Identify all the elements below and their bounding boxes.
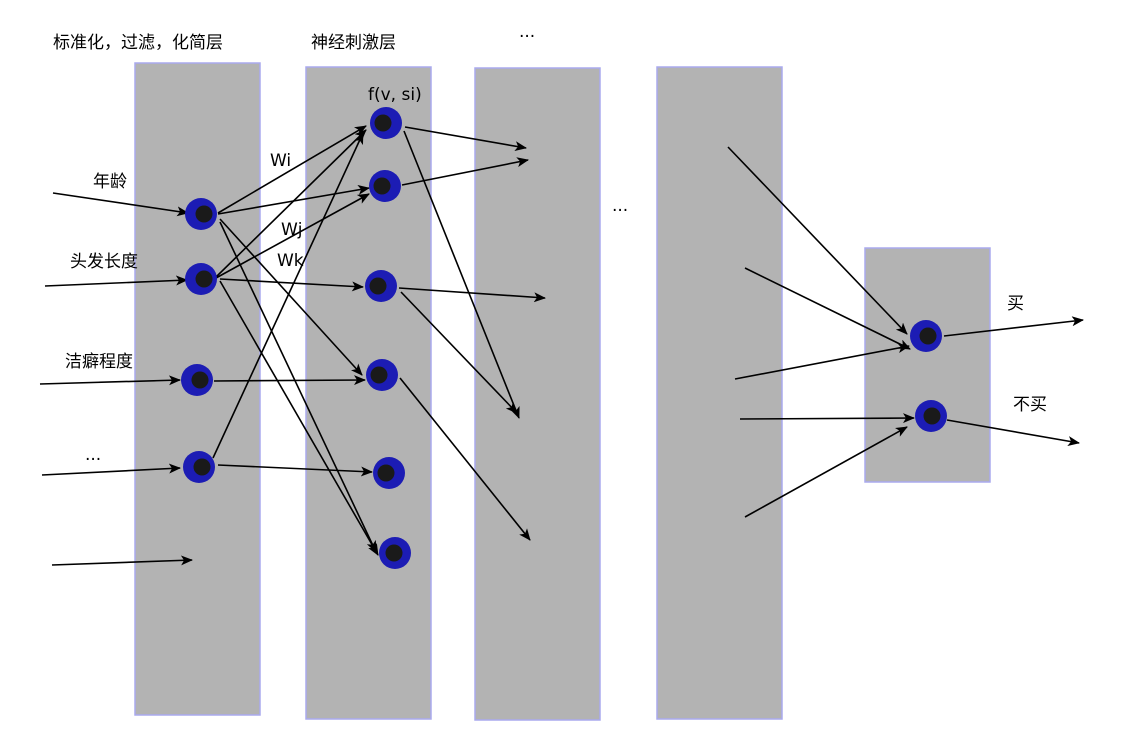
activation-label: f(v, si) — [368, 85, 422, 105]
node — [365, 270, 397, 302]
input-arrow-extra — [51, 555, 193, 566]
conn — [213, 375, 366, 386]
layer1-title: 标准化，过滤，化简层 — [53, 33, 223, 53]
node — [373, 457, 405, 489]
conn — [212, 132, 364, 459]
node — [185, 198, 217, 230]
conn — [219, 221, 377, 553]
connections — [39, 125, 1084, 566]
nodes-layer-2 — [365, 107, 411, 569]
conn — [401, 157, 529, 186]
node — [379, 537, 411, 569]
conn — [739, 413, 915, 424]
nodes-layer-1 — [181, 198, 217, 483]
layer-output — [864, 247, 991, 483]
input-arrow-hair — [44, 275, 188, 287]
output-label-nobuy: 不买 — [1013, 395, 1047, 415]
node-nobuy — [915, 400, 947, 432]
node — [181, 364, 213, 396]
middle-ellipsis: ... — [612, 196, 628, 216]
conn — [219, 218, 363, 376]
conn — [744, 426, 908, 518]
labels: 标准化，过滤，化简层 神经刺激层 ... ... 年龄 头发长度 洁癖程度 ..… — [53, 22, 1047, 465]
node — [370, 107, 402, 139]
layer2-title: 神经刺激层 — [311, 33, 396, 53]
output-label-buy: 买 — [1007, 294, 1024, 314]
layer-hidden-3 — [474, 67, 601, 721]
input-label-hair: 头发长度 — [70, 252, 138, 272]
conn — [744, 267, 911, 350]
layers — [134, 62, 991, 721]
output-arrow-buy — [943, 316, 1084, 337]
node — [183, 451, 215, 483]
conn — [398, 287, 546, 303]
layer3-ellipsis: ... — [519, 22, 535, 42]
conn — [217, 464, 373, 477]
input-label-more: ... — [85, 445, 101, 465]
output-arrow-nobuy — [946, 419, 1080, 447]
weight-label-j: Wj — [281, 220, 303, 240]
node-buy — [910, 320, 942, 352]
conn — [217, 125, 367, 214]
weight-label-i: Wi — [270, 151, 291, 171]
input-arrow-more — [41, 463, 181, 476]
nodes-output — [910, 320, 947, 432]
conn — [734, 343, 910, 380]
node — [185, 263, 217, 295]
input-arrow-clean — [39, 375, 181, 386]
conn — [215, 193, 370, 279]
node — [369, 170, 401, 202]
conn — [219, 278, 364, 292]
conn — [403, 130, 520, 419]
conn — [404, 126, 527, 152]
input-label-age: 年龄 — [93, 172, 127, 192]
conn — [215, 129, 367, 278]
node — [366, 359, 398, 391]
input-arrow-age — [52, 192, 189, 217]
input-label-clean: 洁癖程度 — [65, 352, 133, 372]
layer-hidden-4 — [656, 66, 783, 720]
weight-label-k: Wk — [277, 251, 304, 271]
conn — [400, 291, 518, 414]
conn — [727, 146, 908, 335]
layer-stimulus — [305, 66, 432, 720]
conn — [399, 377, 531, 541]
conn — [219, 280, 379, 556]
